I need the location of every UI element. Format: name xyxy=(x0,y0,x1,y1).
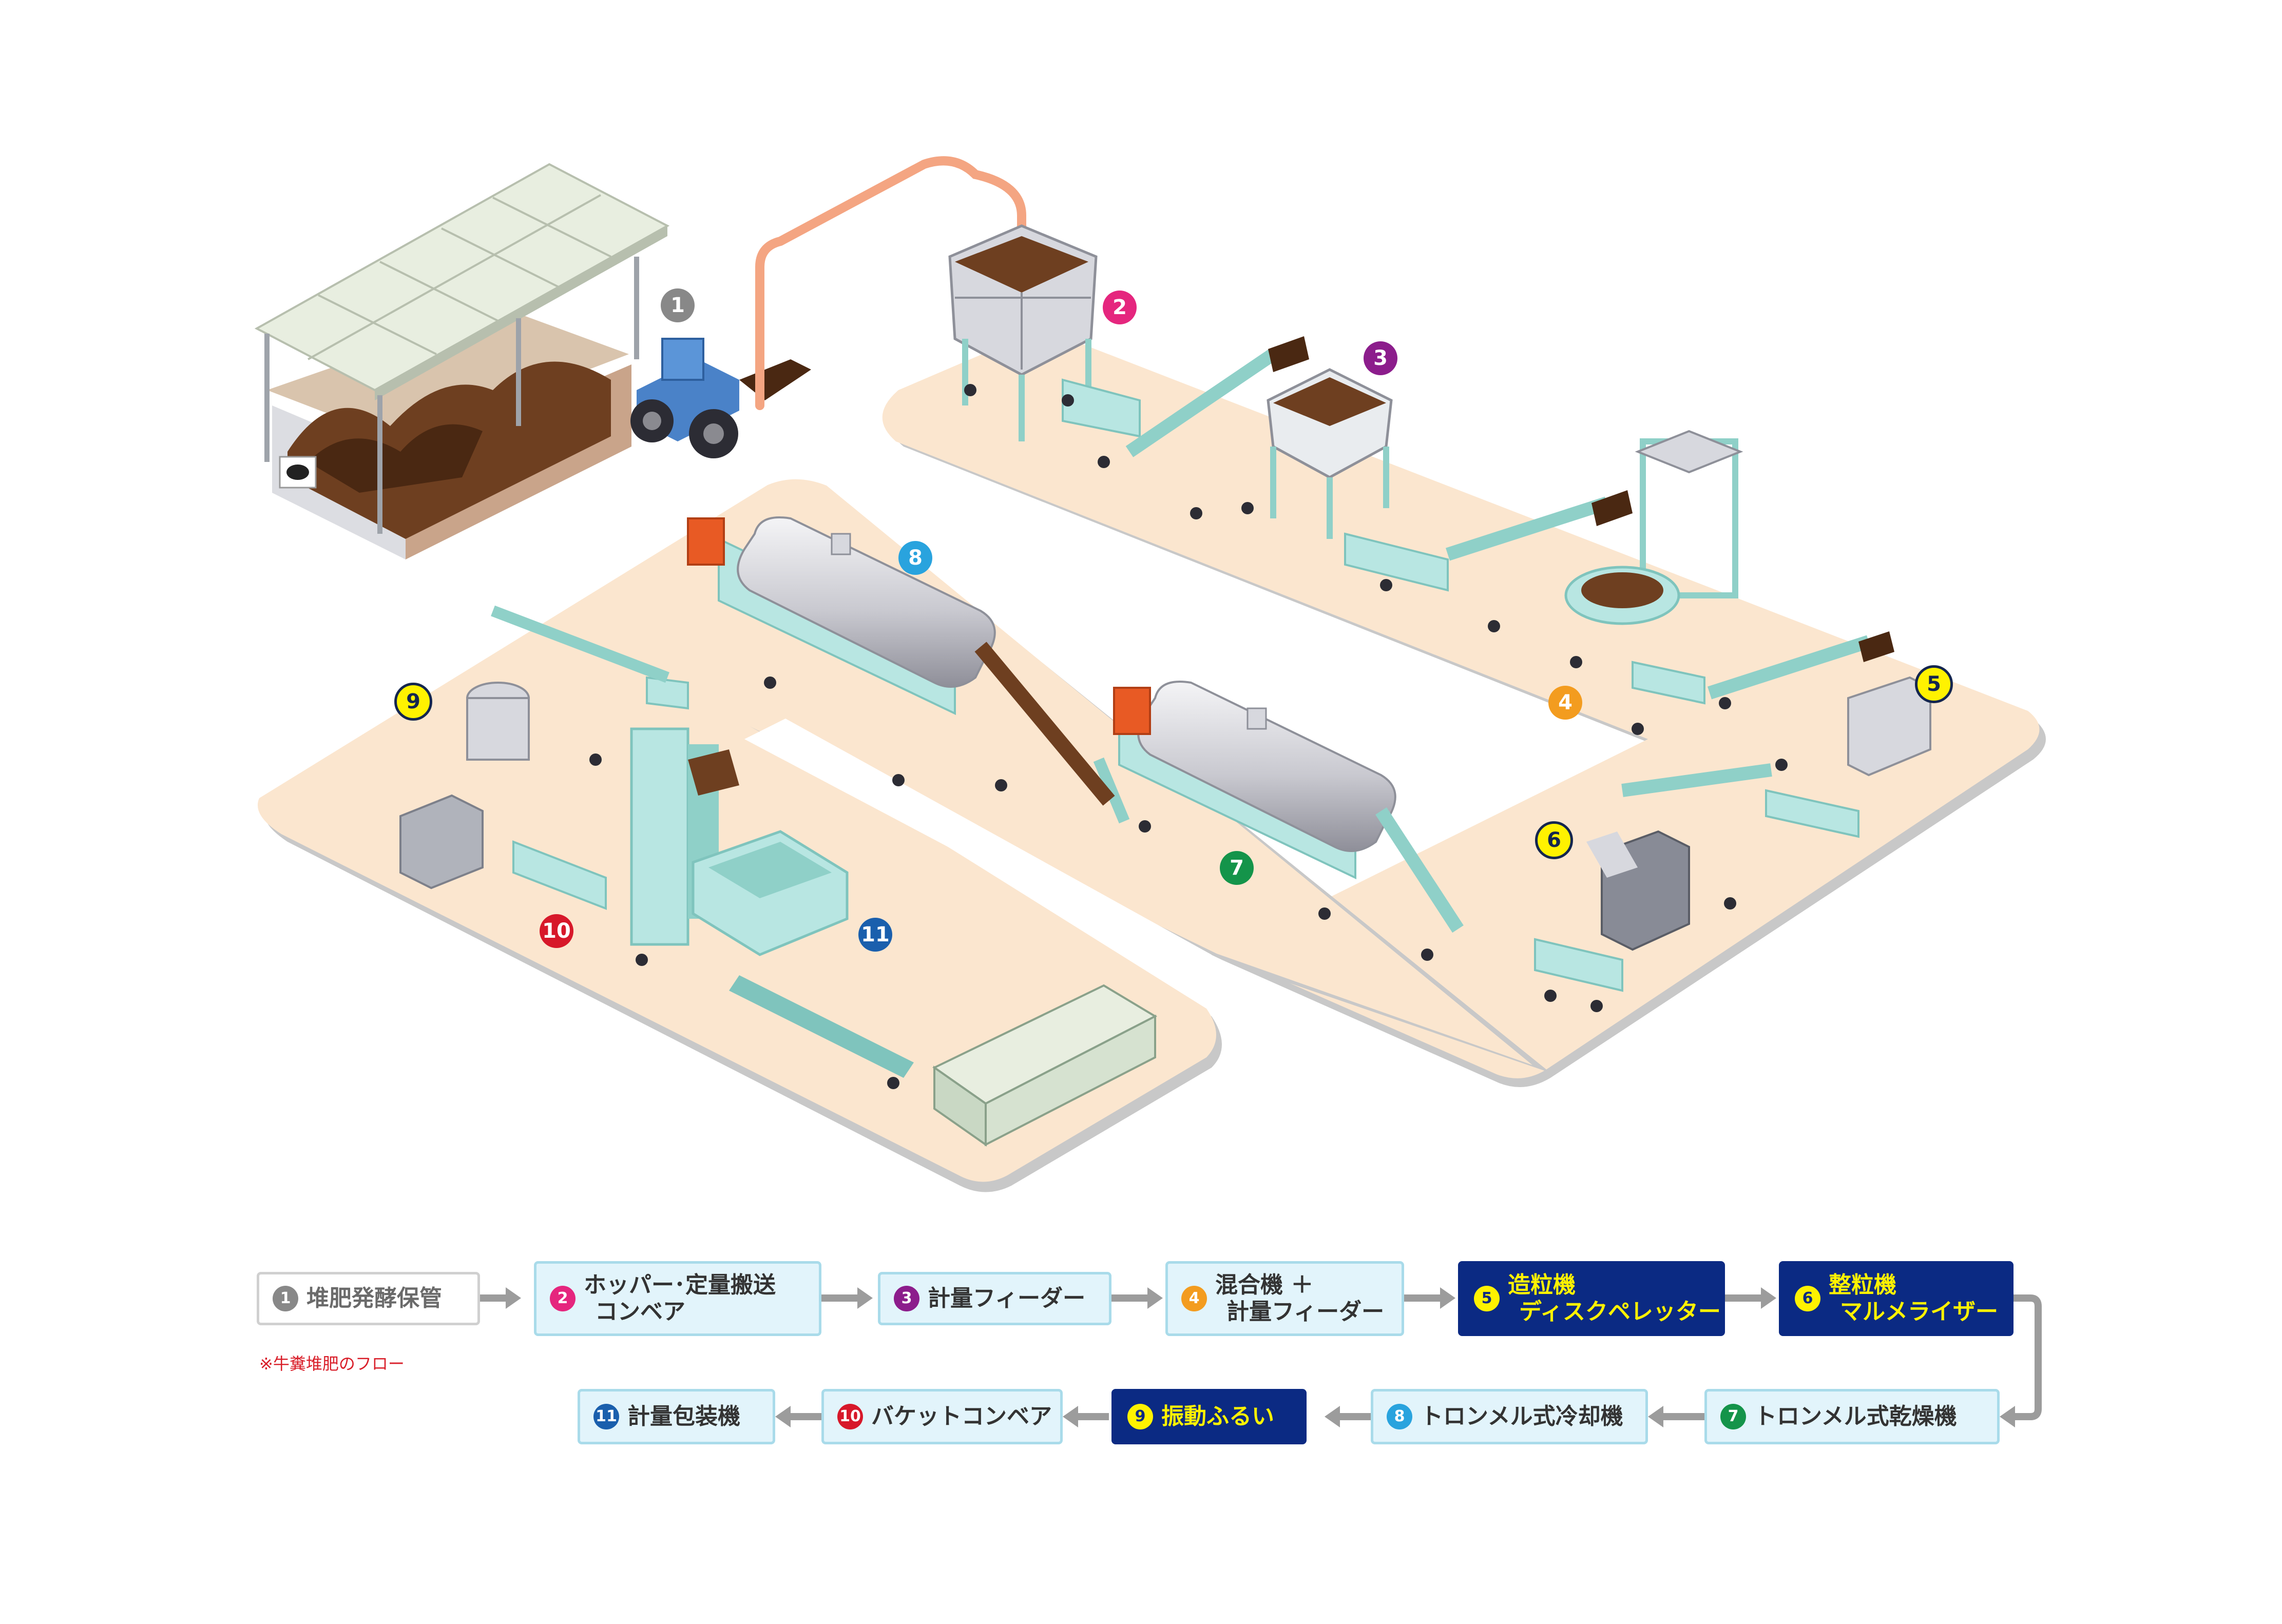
marker-step-10: 10 xyxy=(540,914,573,948)
floor-upper-platform xyxy=(882,328,2046,1087)
bucket-conveyor-10 xyxy=(512,727,739,946)
marker-step-1: 1 xyxy=(661,288,695,322)
flow-step-5: 5 造粒機ディスクペレッター xyxy=(1458,1261,1725,1336)
marumerizer-6 xyxy=(1534,763,1772,992)
trommel-cooler-8 xyxy=(491,516,1115,806)
marker-step-5: 5 xyxy=(1915,665,1953,703)
flow-step-9: 9 振動ふるい xyxy=(1111,1389,1307,1444)
step-label-11: 計量包装機 xyxy=(627,1403,740,1430)
step-badge-4: 4 xyxy=(1181,1286,1207,1311)
weigh-feeder-3 xyxy=(1125,336,1449,592)
step-label-3: 計量フィーダー xyxy=(928,1285,1086,1312)
flow-step-10: 10 バケットコンベア xyxy=(821,1389,1063,1444)
marker-step-11: 11 xyxy=(858,918,892,952)
transfer-route-arrow xyxy=(755,156,1026,410)
marker-step-7: 7 xyxy=(1220,851,1254,885)
conveyor-wheels xyxy=(589,384,1788,1089)
flow-step-6: 6 整粒機マルメライザー xyxy=(1779,1261,2013,1336)
marker-step-4: 4 xyxy=(1548,686,1582,720)
flow-step-4: 4 混合機 ＋計量フィーダー xyxy=(1165,1261,1404,1336)
compost-shed xyxy=(254,163,670,559)
marker-step-2: 2 xyxy=(1103,291,1137,324)
trommel-dryer-7 xyxy=(1093,681,1464,933)
step-badge-3: 3 xyxy=(894,1286,919,1311)
flow-step-1: 1 堆肥発酵保管 xyxy=(257,1272,480,1325)
marker-step-6: 6 xyxy=(1535,821,1573,859)
mixer-4 xyxy=(1446,430,1743,705)
disc-pelleter-5 xyxy=(1708,631,1931,838)
weigh-packager-11 xyxy=(692,830,1158,1147)
flow-step-11: 11 計量包装機 xyxy=(578,1389,775,1444)
step-badge-7: 7 xyxy=(1720,1404,1746,1429)
wheel-loader xyxy=(630,338,811,458)
step-label-6: 整粒機 xyxy=(1829,1272,1896,1299)
step-label-5: 造粒機 xyxy=(1508,1272,1576,1299)
flow-step-2: 2 ホッパー･定量搬送コンベア xyxy=(534,1261,821,1336)
flow-note: ※牛糞堆肥のフロー xyxy=(259,1354,405,1374)
step-label-5b: ディスクペレッター xyxy=(1519,1299,1721,1325)
step-label-8: トロンメル式冷却機 xyxy=(1421,1403,1623,1430)
step-label-9: 振動ふるい xyxy=(1161,1403,1274,1430)
vibrating-sieve-9 xyxy=(399,682,530,890)
step-badge-5: 5 xyxy=(1474,1286,1500,1311)
flow-step-7: 7 トロンメル式乾燥機 xyxy=(1704,1389,2000,1444)
flow-step-8: 8 トロンメル式冷却機 xyxy=(1371,1389,1648,1444)
step-badge-9: 9 xyxy=(1127,1404,1153,1429)
step-badge-10: 10 xyxy=(837,1404,863,1429)
step-badge-6: 6 xyxy=(1795,1286,1820,1311)
step-label-10: バケットコンベア xyxy=(871,1403,1052,1430)
step-label-4b: 計量フィーダー xyxy=(1226,1299,1385,1325)
marker-step-8: 8 xyxy=(898,541,932,575)
marker-step-9: 9 xyxy=(394,683,432,721)
step-label-6b: マルメライザー xyxy=(1840,1299,1998,1325)
step-badge-11: 11 xyxy=(593,1404,619,1429)
flow-step-3: 3 計量フィーダー xyxy=(878,1272,1111,1325)
step-label-7: トロンメル式乾燥機 xyxy=(1754,1403,1957,1430)
step-label-1: 堆肥発酵保管 xyxy=(306,1285,442,1312)
step-badge-8: 8 xyxy=(1387,1404,1412,1429)
floor-lower-platform xyxy=(257,479,1550,1192)
step-badge-1: 1 xyxy=(273,1286,298,1311)
step-label-4: 混合機 ＋ xyxy=(1215,1272,1314,1299)
step-label-2: ホッパー･定量搬送 xyxy=(584,1272,776,1299)
step-badge-2: 2 xyxy=(550,1286,576,1311)
hopper-2 xyxy=(948,224,1141,441)
marker-step-3: 3 xyxy=(1364,341,1397,375)
step-label-2b: コンベア xyxy=(595,1299,685,1325)
